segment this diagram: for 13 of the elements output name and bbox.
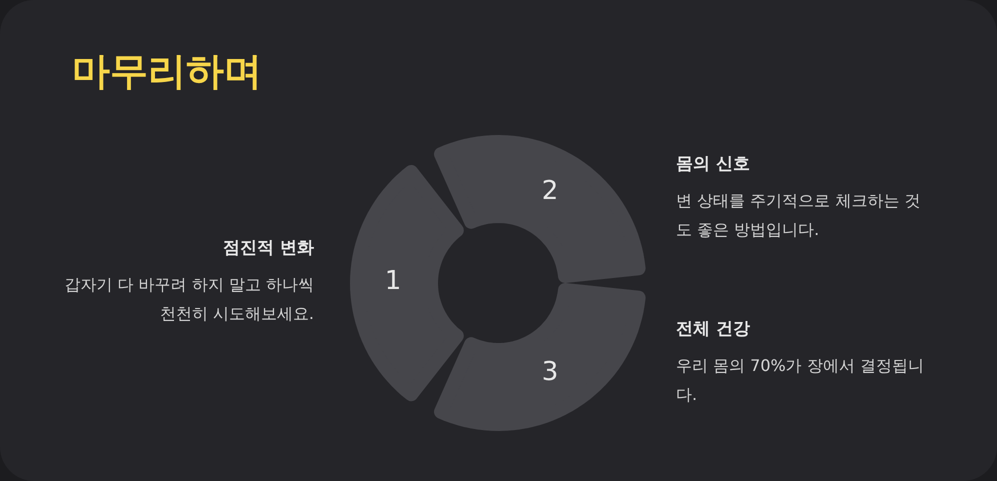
item-heading: 몸의 신호 [676,153,750,175]
item-heading: 점진적 변화 [223,237,314,259]
ring-segment [350,164,464,402]
item-description: 갑자기 다 바꾸려 하지 말고 하나씩 천천히 시도해보세요. [64,274,314,325]
segment-number: 1 [384,266,402,296]
ring-segment [434,135,646,283]
segment-number: 2 [542,176,558,206]
segment-number: 3 [542,356,558,387]
title: 마무리하며 [72,48,262,95]
item-heading: 전체 건강 [676,318,750,340]
item-description: 우리 몸의 70%가 장에서 결정됩니다. [676,355,925,406]
item-description: 변 상태를 주기적으로 체크하는 것도 좋은 방법입니다. [676,190,922,241]
ring-segment [434,283,646,431]
